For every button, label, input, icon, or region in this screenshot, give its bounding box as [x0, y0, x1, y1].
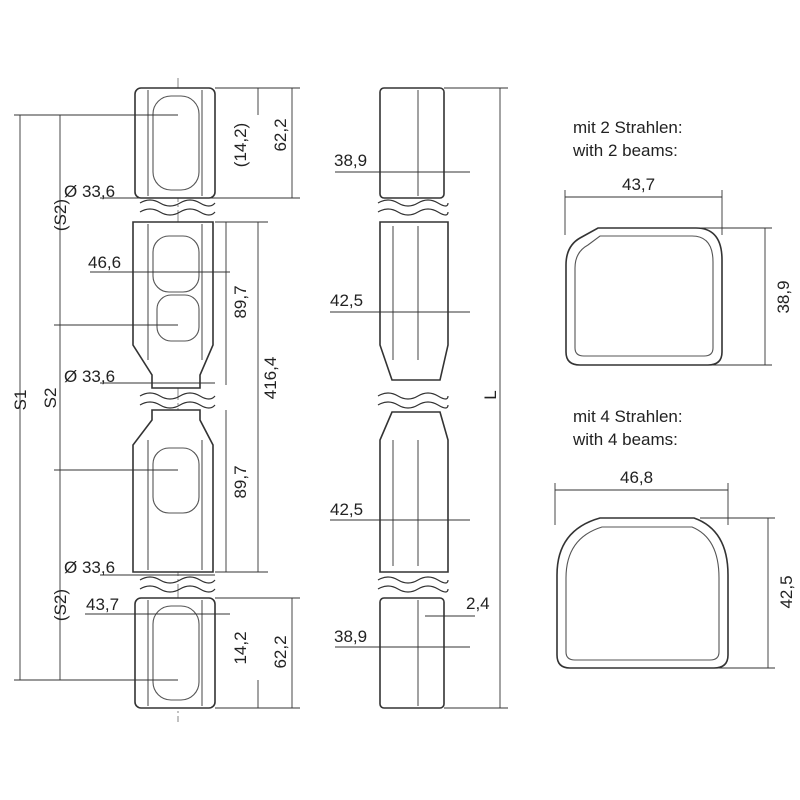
front-view: S1 (S2) S2 (S2) (14,2) 62,2 Ø 33,6 46,6 … [11, 78, 300, 722]
dim-total-length: 416,4 [261, 357, 280, 400]
side-view: 38,9 42,5 L 42,5 2,4 38,9 [330, 87, 508, 709]
dim-diameter-middle: Ø 33,6 [64, 367, 115, 386]
profile-4-title-de: mit 4 Strahlen: [573, 407, 683, 426]
dim-bottom-length: 62,2 [271, 635, 290, 668]
dim-width-bottom: 43,7 [86, 595, 119, 614]
dim-side-width-bottom: 38,9 [334, 627, 367, 646]
side-segment-2 [379, 411, 449, 573]
profile-4-outline [556, 517, 729, 669]
profile-2-beams: mit 2 Strahlen: with 2 beams: 43,7 38,9 [564, 118, 793, 366]
dim-top-height: (14,2) [231, 123, 250, 167]
dim-diameter-top: Ø 33,6 [64, 182, 115, 201]
dim-segment-length-2: 89,7 [231, 465, 250, 498]
profile-4-height: 42,5 [777, 575, 796, 608]
dim-top-length: 62,2 [271, 118, 290, 151]
break-mark [139, 199, 216, 216]
dim-diameter-bottom: Ø 33,6 [64, 558, 115, 577]
profile-4-width: 46,8 [620, 468, 653, 487]
profile-4-beams: mit 4 Strahlen: with 4 beams: 46,8 42,5 [554, 407, 796, 669]
front-bottom-cap [134, 597, 216, 709]
dim-width-middle: 46,6 [88, 253, 121, 272]
profile-4-title-en: with 4 beams: [572, 430, 678, 449]
profile-2-outline [565, 227, 723, 366]
dim-side-width-middle-1: 42,5 [330, 291, 363, 310]
front-segment-2 [132, 409, 214, 573]
profile-2-title-en: with 2 beams: [572, 141, 678, 160]
side-segment-1 [379, 221, 449, 381]
dim-s1: S1 [11, 390, 30, 411]
side-bottom-cap [379, 597, 445, 709]
front-top-cap [134, 87, 216, 199]
dim-s2-bottom: (S2) [51, 589, 70, 621]
profile-2-width: 43,7 [622, 175, 655, 194]
profile-2-title-de: mit 2 Strahlen: [573, 118, 683, 137]
side-top-cap [379, 87, 445, 199]
dim-s2-top: (S2) [51, 199, 70, 231]
dim-side-gap: 2,4 [466, 594, 490, 613]
dim-side-length: L [481, 390, 500, 399]
dim-segment-length-1: 89,7 [231, 285, 250, 318]
front-top-window [152, 95, 200, 191]
dim-side-width-middle-2: 42,5 [330, 500, 363, 519]
dim-bottom-height: 14,2 [231, 631, 250, 664]
dim-side-width-top: 38,9 [334, 151, 367, 170]
front-segment-1 [132, 221, 214, 389]
dim-s2: S2 [41, 388, 60, 409]
profile-2-height: 38,9 [774, 280, 793, 313]
